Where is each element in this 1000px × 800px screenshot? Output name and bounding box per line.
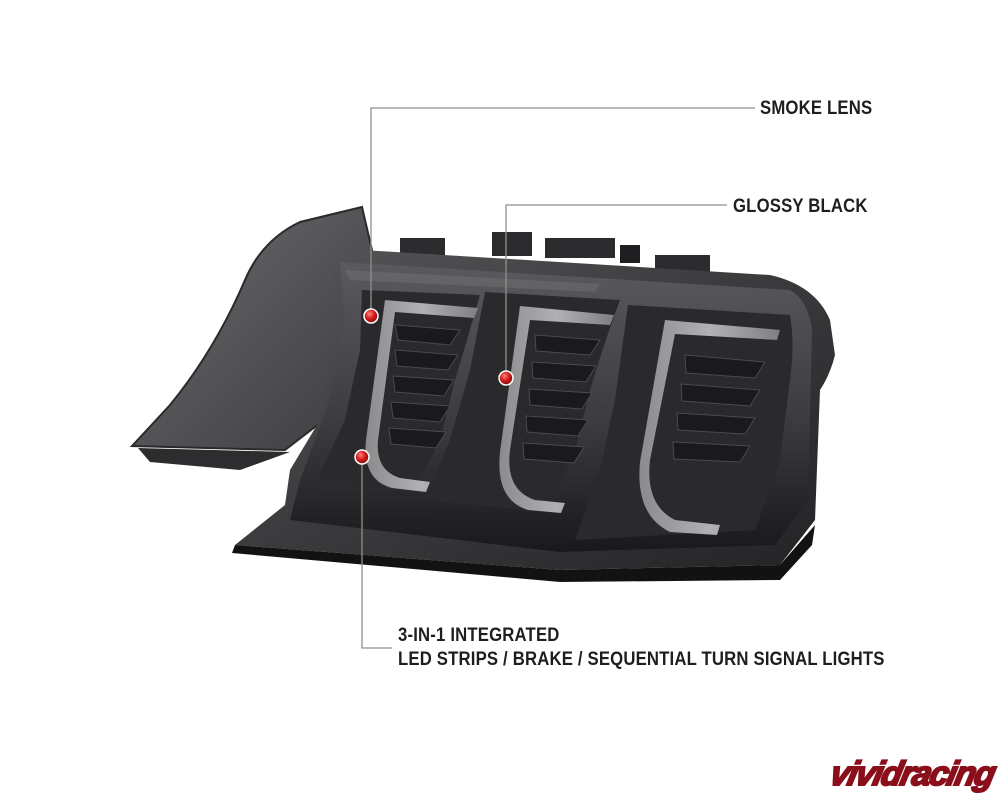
brand-logo-text: vividracing — [826, 754, 999, 794]
callout-line-smoke-lens — [370, 107, 755, 316]
lamp-chamber-1 — [318, 290, 480, 492]
callout-label-integrated-line2: LED STRIPS / BRAKE / SEQUENTIAL TURN SIG… — [398, 649, 885, 670]
led-strip-3 — [639, 320, 780, 535]
brand-logo: vividracing — [794, 754, 999, 794]
led-strip-2 — [499, 306, 614, 513]
callout-dot-integrated — [354, 449, 370, 465]
callout-line-glossy-black — [505, 204, 727, 378]
led-strip-1 — [365, 300, 478, 492]
callout-lines — [361, 107, 755, 649]
housing-flange — [129, 205, 374, 452]
callout-label-integrated-line1: 3-IN-1 INTEGRATED — [398, 625, 560, 646]
lamp-chamber-3 — [575, 305, 793, 540]
callout-label-integrated: 3-IN-1 INTEGRATED LED STRIPS / BRAKE / S… — [398, 624, 885, 672]
housing-bottom-edge — [232, 525, 815, 582]
callout-label-glossy-black: GLOSSY BLACK — [733, 196, 868, 217]
callout-line-integrated — [361, 457, 392, 649]
lamp-chamber-2 — [425, 292, 620, 513]
callout-label-smoke-lens: SMOKE LENS — [760, 98, 873, 119]
callout-dot-glossy-black — [498, 370, 514, 386]
callout-dots — [354, 308, 514, 465]
callout-dot-smoke-lens — [363, 308, 379, 324]
